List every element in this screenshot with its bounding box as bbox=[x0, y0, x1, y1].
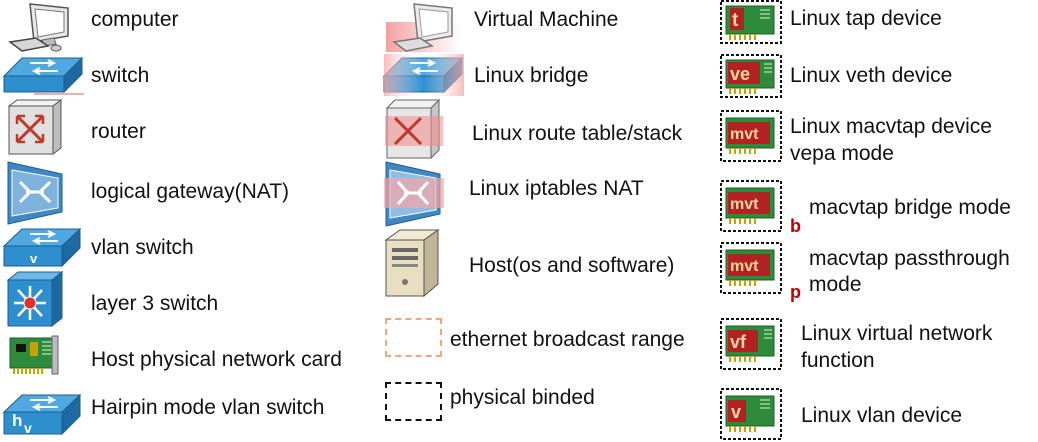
virtual-machine-icon bbox=[386, 3, 460, 52]
legend-label: Virtual Machine bbox=[474, 8, 619, 31]
hairpin-letter: h bbox=[12, 411, 22, 430]
vlan-letter: v bbox=[30, 251, 38, 266]
legend-label: Linux veth device bbox=[790, 64, 953, 87]
legend-label: computer bbox=[91, 8, 179, 31]
vlan-letter: v bbox=[731, 402, 741, 422]
legend-label: Linux iptables NAT bbox=[469, 177, 644, 200]
legend-label: Hairpin mode vlan switch bbox=[91, 396, 325, 419]
legend-label: Linux route table/stack bbox=[472, 122, 683, 145]
legend-label: vlan switch bbox=[91, 236, 194, 259]
legend-label: switch bbox=[91, 64, 150, 87]
legend-label: logical gateway(NAT) bbox=[91, 180, 290, 203]
legend-label: Host physical network card bbox=[91, 348, 342, 371]
veth-device-icon: ve bbox=[720, 54, 782, 98]
legend-label: macvtap passthrough bbox=[809, 247, 1010, 270]
linux-bridge-icon bbox=[382, 54, 464, 96]
macvtap-bridge-icon: mvt b bbox=[720, 180, 801, 236]
veth-letter: ve bbox=[730, 64, 750, 84]
bridge-mode-letter: b bbox=[790, 216, 801, 236]
legend-label: Linux macvtap device bbox=[790, 115, 992, 138]
linux-iptables-nat-icon bbox=[384, 161, 444, 227]
router-icon bbox=[7, 99, 63, 155]
computer-icon bbox=[8, 3, 69, 52]
tap-device-icon: t bbox=[720, 0, 782, 44]
legend-label: physical binded bbox=[450, 386, 595, 409]
passthrough-mode-letter: p bbox=[790, 282, 801, 302]
legend-label: ethernet broadcast range bbox=[450, 328, 685, 351]
layer3-switch-icon bbox=[6, 270, 64, 328]
legend-label: layer 3 switch bbox=[91, 292, 219, 315]
legend-label: Linux virtual network bbox=[801, 322, 993, 345]
logical-gateway-icon bbox=[7, 161, 63, 225]
legend-label: Linux tap device bbox=[790, 7, 942, 30]
legend-label-line2: vepa mode bbox=[790, 142, 894, 165]
macvtap-letter: mvt bbox=[730, 126, 759, 143]
legend-label-line2: mode bbox=[809, 273, 862, 296]
vlan-switch-icon: v bbox=[2, 227, 82, 268]
switch-icon bbox=[2, 56, 84, 95]
vlan-device-icon: v bbox=[720, 388, 782, 440]
legend-label: Linux bridge bbox=[474, 64, 589, 87]
broadcast-range-box-icon bbox=[385, 318, 442, 357]
physical-binded-box-icon bbox=[385, 382, 442, 421]
legend-label: Host(os and software) bbox=[469, 254, 675, 277]
host-icon bbox=[384, 229, 440, 298]
vf-letter: vf bbox=[730, 332, 747, 352]
tap-letter: t bbox=[732, 10, 739, 31]
legend-label-line2: function bbox=[801, 349, 875, 372]
legend-label: router bbox=[91, 120, 146, 143]
macvtap-letter: mvt bbox=[730, 196, 759, 213]
virtual-function-icon: vf bbox=[720, 318, 782, 370]
macvtap-letter: mvt bbox=[730, 258, 759, 275]
macvtap-vepa-icon: mvt bbox=[720, 110, 782, 162]
macvtap-passthrough-icon: mvt p bbox=[720, 242, 801, 302]
physical-nic-icon bbox=[9, 335, 59, 375]
linux-route-icon bbox=[385, 98, 443, 160]
hairpin-switch-icon: h v bbox=[2, 393, 82, 436]
legend-label: macvtap bridge mode bbox=[809, 196, 1011, 219]
legend-label: Linux vlan device bbox=[801, 404, 963, 427]
vlan-letter: v bbox=[24, 420, 32, 436]
